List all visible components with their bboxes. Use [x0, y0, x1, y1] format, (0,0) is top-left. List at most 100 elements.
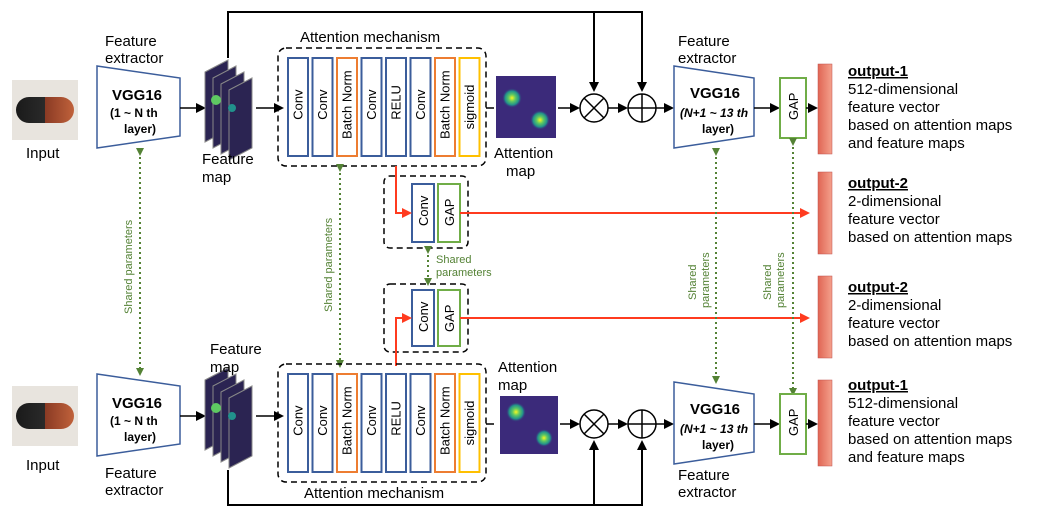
feature-map-stack-top — [204, 59, 253, 161]
output-bar-2-top — [817, 171, 833, 255]
output-2-line-1-top: 2-dimensional — [848, 193, 941, 210]
attention-block-label-1-top: Conv — [291, 89, 306, 120]
branch-conv-label-top: Conv — [416, 195, 431, 226]
attention-map-label-top-2: map — [506, 163, 535, 180]
attention-block-conv-1-top — [287, 57, 309, 157]
output-2-line-2-bottom: feature vector — [848, 315, 940, 332]
vgg16-front-title-top: VGG16 — [112, 87, 162, 104]
vgg16-front-title-bottom: VGG16 — [112, 395, 162, 412]
attention-block-sigmoid-8-top — [458, 57, 481, 157]
arrow-relu-to-branch-bottom — [395, 313, 412, 366]
output-1-line-4-top: and feature maps — [848, 135, 965, 152]
attention-block-label-3-top: Batch Norm — [340, 70, 355, 139]
attention-block-conv-6-bottom — [409, 373, 432, 473]
attention-block-batch-norm-7-top — [434, 57, 456, 157]
feature-extractor-label-top-back-1: Feature — [678, 33, 730, 50]
attention-block-conv-4-top — [360, 57, 383, 157]
attention-block-conv-6-top — [409, 57, 432, 157]
attention-block-sigmoid-8-bottom — [458, 373, 481, 473]
attention-map-bottom — [500, 396, 558, 454]
feature-extractor-label-bottom-1: Feature — [105, 465, 157, 482]
feature-extractor-label-bottom-2: extractor — [105, 482, 163, 499]
attention-block-label-8-bottom: sigmoid — [462, 401, 477, 446]
attention-mechanism-box-top — [277, 47, 487, 167]
input-image-bottom — [12, 386, 78, 446]
output-1-line-2-bottom: feature vector — [848, 413, 940, 430]
output-2-title-top: output-2 — [848, 175, 908, 192]
feature-map-label-bottom-2: map — [210, 359, 239, 376]
attention-block-conv-4-bottom — [360, 373, 383, 473]
feature-map-label-top-2: map — [202, 169, 231, 186]
attention-block-label-8-top: sigmoid — [462, 85, 477, 130]
shared-label-attention: Shared parameters — [323, 217, 335, 312]
output-bar-2-bottom — [817, 275, 833, 359]
attention-block-relu-5-top — [385, 57, 407, 157]
multiply-node-top — [579, 93, 609, 123]
shared-label-vgg-back-1: Shared — [687, 265, 699, 300]
output-1-line-3-top: based on attention maps — [848, 117, 1012, 134]
attention-mechanism-box-bottom — [277, 363, 487, 483]
vgg16-back-block-top — [673, 65, 755, 149]
attention-block-label-2-bottom: Conv — [315, 405, 330, 436]
multiply-node-bottom — [579, 409, 609, 439]
vgg16-back-range-bottom: (N+1 ~ 13 th — [680, 422, 748, 436]
attention-mechanism-label-top: Attention mechanism — [300, 29, 440, 46]
vgg16-front-block-top — [96, 65, 181, 149]
shared-label-branches-1: Shared — [436, 254, 471, 266]
feature-map-stack-bottom — [204, 367, 253, 469]
output-1-title-bottom: output-1 — [848, 377, 908, 394]
attention-block-batch-norm-3-bottom — [336, 373, 358, 473]
branch-conv-label-bottom: Conv — [416, 301, 431, 332]
feature-extractor-label-top-1: Feature — [105, 33, 157, 50]
output-2-line-2-top: feature vector — [848, 211, 940, 228]
attention-map-top — [496, 76, 556, 138]
shared-label-gap-2: parameters — [775, 252, 787, 308]
add-node-top — [627, 93, 657, 123]
output-1-title-top: output-1 — [848, 63, 908, 80]
arrow-relu-to-branch-top — [395, 166, 412, 218]
output-2-line-3-top: based on attention maps — [848, 229, 1012, 246]
skip-connection-add-bottom — [227, 440, 647, 506]
output-2-title-bottom: output-2 — [848, 279, 908, 296]
feature-map-label-top-1: Feature — [202, 151, 254, 168]
output-1-line-1-bottom: 512-dimensional — [848, 395, 958, 412]
vgg16-back-title-top: VGG16 — [690, 85, 740, 102]
attention-block-label-7-top: Batch Norm — [438, 70, 453, 139]
output-bar-1-bottom — [817, 379, 833, 467]
attention-block-label-2-top: Conv — [315, 89, 330, 120]
vgg16-back-range-top: (N+1 ~ 13 th — [680, 106, 748, 120]
attention-block-label-6-top: Conv — [413, 89, 428, 120]
attention-block-label-5-top: RELU — [389, 85, 404, 120]
output-1-line-4-bottom: and feature maps — [848, 449, 965, 466]
skip-connection-add-top — [227, 11, 647, 92]
gap-label-bottom: GAP — [786, 409, 801, 436]
vgg16-front-range-bottom: (1 ~ N th — [110, 414, 158, 428]
attention-mechanism-label-bottom: Attention mechanism — [304, 485, 444, 502]
vgg16-front-block-bottom — [96, 373, 181, 457]
feature-extractor-label-bottom-back-2: extractor — [678, 484, 736, 501]
branch-conv-top — [411, 183, 435, 243]
attention-map-label-bottom-1: Attention — [498, 359, 557, 376]
attention-block-label-3-bottom: Batch Norm — [340, 386, 355, 455]
shared-label-vgg-front: Shared parameters — [123, 219, 135, 314]
vgg16-front-range-top: (1 ~ N th — [110, 106, 158, 120]
branch-gap-label-bottom: GAP — [442, 305, 457, 332]
attention-block-label-1-bottom: Conv — [291, 405, 306, 436]
input-image-top — [12, 80, 78, 140]
vgg16-front-layer-top: layer) — [124, 122, 156, 136]
attention-block-conv-1-bottom — [287, 373, 309, 473]
input-label-top: Input — [26, 145, 60, 162]
vgg16-back-title-bottom: VGG16 — [690, 401, 740, 418]
shared-label-branches-2: parameters — [436, 267, 492, 279]
output-1-line-1-top: 512-dimensional — [848, 81, 958, 98]
output-bar-1-top — [817, 63, 833, 155]
shared-label-vgg-back-2: parameters — [700, 252, 712, 308]
feature-extractor-label-top-2: extractor — [105, 50, 163, 67]
output-1-line-2-top: feature vector — [848, 99, 940, 116]
attention-block-conv-2-bottom — [311, 373, 334, 473]
feature-map-label-bottom-1: Feature — [210, 341, 262, 358]
output-2-line-3-bottom: based on attention maps — [848, 333, 1012, 350]
